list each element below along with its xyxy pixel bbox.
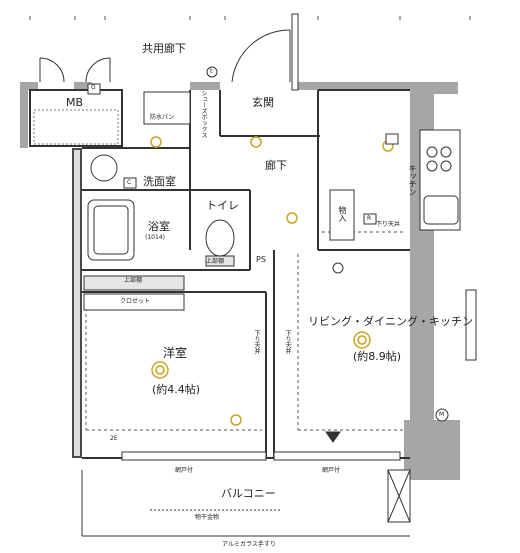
dashed-lines [85, 231, 406, 431]
toilet-label: トイレ [206, 199, 239, 212]
mb-doors [39, 57, 111, 83]
screen-door-label-2: 網戸付 [322, 467, 341, 474]
ceiling-drop-label-1: 下り天井 [376, 221, 401, 228]
western-room-label: 洋室 [163, 346, 188, 360]
symbol-c-label: C [127, 179, 132, 186]
symbol-r-label: R [367, 215, 372, 222]
washroom-label: 洗面室 [143, 175, 176, 188]
symbol-t-label: t [210, 68, 213, 75]
balcony [81, 469, 411, 537]
bath-fixtures [87, 91, 235, 267]
kitchen-label: キッチン [408, 164, 417, 196]
storage-label: 物入 [338, 206, 347, 222]
interior-walls [82, 89, 410, 459]
screen-door-label-1: 網戸付 [175, 467, 194, 474]
ldk-label: リビング・ダイニング・キッチン [308, 315, 473, 328]
hallway-label: 廊下 [265, 159, 287, 172]
ceiling-drop-label-3: 下り天井 [284, 330, 291, 354]
entrance-label: 玄関 [252, 96, 274, 109]
symbols [87, 66, 449, 443]
symbol-2e-label: 2E [110, 435, 118, 442]
entrance-door [231, 29, 291, 83]
ps-label: PS [256, 255, 266, 264]
symbol-g-label: G [91, 84, 96, 91]
upper-shelf-label: 上部棚 [124, 277, 143, 284]
symbol-m-label: M [439, 411, 445, 418]
drying-hardware-label: 物干金物 [195, 514, 220, 521]
mb-box [29, 89, 123, 147]
balcony-label: バルコニー [221, 487, 276, 500]
ceiling-drop-label-2: 下り天井 [253, 330, 260, 354]
closet [83, 275, 185, 311]
top-ticks [29, 16, 471, 20]
kitchen-fixtures [329, 129, 461, 241]
aluminum-railing-label: アルミガラス手すり [222, 541, 276, 548]
upper-cabinet-label: 上部棚 [206, 258, 225, 265]
windows [121, 13, 477, 461]
western-room-size-label: (約4.4帖) [152, 383, 201, 396]
waterproof-pan-label: 防水パン [150, 114, 175, 121]
common-corridor-label: 共用廊下 [142, 42, 186, 55]
light-fixtures [150, 136, 394, 426]
shoe-box-label: シューズボックス [200, 90, 207, 138]
bathroom-label: 浴室 [148, 220, 170, 233]
closet-label: クロゼット [120, 298, 151, 305]
bathroom-size-label: (1014) [145, 234, 165, 241]
mb-label: MB [66, 96, 84, 109]
ldk-size-label: (約8.9帖) [353, 350, 402, 363]
